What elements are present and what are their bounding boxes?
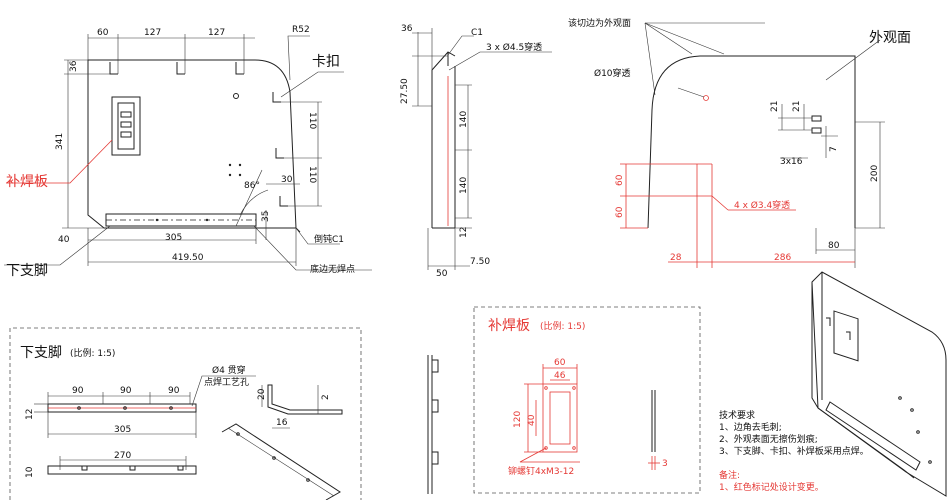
bottom-leg-label: 下支脚 — [6, 263, 48, 279]
right-dim-200: 200 — [870, 165, 880, 182]
dim-60: 60 — [97, 28, 109, 38]
side-view: 36 C1 3 x Ø4.5穿透 27.50 140 140 12 50 7.5… — [400, 24, 552, 279]
leg-dim-90-b: 90 — [120, 386, 132, 396]
leg-dim-90-c: 90 — [168, 386, 180, 396]
dim-30: 30 — [281, 175, 293, 185]
no-weld-label: 底边无焊点 — [310, 263, 355, 275]
leg-hole-note-2: 点焊工艺孔 — [204, 376, 249, 388]
right-dim-80: 80 — [828, 241, 840, 251]
dim-110-a: 110 — [307, 112, 317, 129]
right-dim-286: 286 — [774, 253, 791, 263]
remark-title: 备注: — [719, 469, 740, 481]
side-dim-7: 7.50 — [470, 257, 490, 267]
leg-detail-title: 下支脚 — [20, 345, 62, 361]
right-dim-60-a: 60 — [615, 174, 625, 186]
dim-127-a: 127 — [144, 28, 161, 38]
patch-dim-46: 46 — [554, 371, 566, 381]
dim-341: 341 — [55, 133, 65, 150]
clip-label: 卡扣 — [312, 54, 340, 70]
side-dim-36: 36 — [401, 24, 413, 34]
dim-127-b: 127 — [208, 28, 225, 38]
radius-label: R52 — [292, 25, 310, 35]
dim-35: 35 — [261, 211, 271, 222]
dim-40: 40 — [58, 235, 70, 245]
patch-dim-3: 3 — [662, 459, 668, 469]
side-dim-12: 12 — [459, 227, 469, 238]
patch-dim-120: 120 — [513, 411, 523, 428]
leg-dim-305: 305 — [114, 425, 131, 435]
angle-86: 86° — [244, 181, 260, 191]
notes-item-2: 2、外观表面无擦伤划痕; — [719, 433, 818, 445]
leg-dim-270: 270 — [114, 451, 131, 461]
main-view: 60 127 127 R52 卡扣 补焊板 下支脚 36 341 40 305 … — [4, 25, 372, 279]
technical-notes: 技术要求 1、边角去毛刺; 2、外观表面无擦伤划痕; 3、下支脚、卡扣、补焊板采… — [719, 409, 869, 493]
right-dim-21-b: 21 — [792, 101, 802, 112]
patch-dim-60: 60 — [554, 358, 566, 368]
right-dim-60-b: 60 — [615, 206, 625, 218]
patch-rivet: 铆螺钉4xM3-12 — [508, 465, 574, 477]
notes-item-3: 3、下支脚、卡扣、补焊板采用点焊。 — [719, 445, 869, 457]
edge-note: 该切边为外观面 — [568, 17, 631, 29]
dim-36: 36 — [69, 60, 79, 72]
patch-dim-40: 40 — [527, 414, 537, 426]
notes-item-1: 1、边角去毛刺; — [719, 421, 782, 433]
leg-dim-90-a: 90 — [72, 386, 84, 396]
right-dim-7: 7 — [829, 146, 839, 152]
isometric-view — [811, 271, 947, 497]
chamfer-label: 倒钝C1 — [314, 233, 344, 245]
side-c1: C1 — [471, 28, 483, 38]
remark-item: 1、红色标记处设计变更。 — [719, 481, 824, 493]
hole-10-label: Ø10穿透 — [594, 67, 631, 79]
clip-strip-view — [427, 355, 439, 494]
right-slot: 3x16 — [780, 157, 803, 167]
side-dim-140-b: 140 — [459, 177, 469, 194]
patch-detail: 补焊板 (比例: 1:5) 60 46 120 40 铆螺钉4xM3-12 3 — [473, 306, 701, 494]
patch-detail-title: 补焊板 — [488, 318, 530, 334]
leg-dim-2: 2 — [321, 394, 331, 400]
notes-title: 技术要求 — [719, 409, 755, 421]
side-dim-27: 27.50 — [400, 78, 410, 104]
right-dim-21-a: 21 — [770, 101, 780, 112]
leg-detail-scale: (比例: 1:5) — [70, 347, 115, 359]
patch-plate-label: 补焊板 — [6, 174, 48, 190]
dim-305: 305 — [165, 233, 182, 243]
leg-detail: 下支脚 (比例: 1:5) — [9, 327, 362, 500]
right-dim-28: 28 — [670, 253, 682, 263]
right-holes-4: 4 x Ø3.4穿透 — [734, 199, 790, 211]
side-holes: 3 x Ø4.5穿透 — [486, 41, 542, 53]
leg-dim-10: 10 — [25, 466, 35, 478]
leg-dim-12: 12 — [25, 409, 35, 420]
appearance-label: 外观面 — [869, 30, 911, 46]
leg-dim-20: 20 — [257, 388, 267, 400]
leg-dim-16: 16 — [276, 418, 288, 428]
dim-110-b: 110 — [307, 166, 317, 183]
right-view: 该切边为外观面 外观面 Ø10穿透 21 21 3x16 7 200 80 60… — [568, 17, 911, 268]
dim-419: 419.50 — [172, 253, 204, 263]
patch-detail-scale: (比例: 1:5) — [540, 320, 585, 332]
leg-hole-note-1: Ø4 贯穿 — [212, 364, 246, 376]
side-dim-50: 50 — [436, 269, 448, 279]
side-dim-140-a: 140 — [459, 111, 469, 128]
